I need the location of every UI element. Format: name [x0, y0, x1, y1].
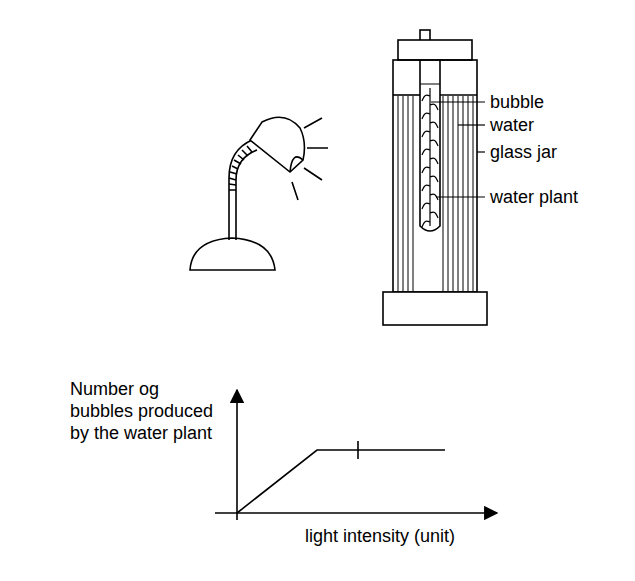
lamp-shade — [250, 117, 304, 172]
plant-leaf — [422, 113, 430, 119]
plant-stem — [429, 88, 430, 226]
leader-line — [431, 101, 485, 102]
part-label: bubble — [490, 91, 544, 113]
leader-line — [477, 151, 485, 152]
leader-line — [431, 102, 485, 197]
gas-level — [420, 84, 440, 85]
plant-leaf — [430, 212, 438, 218]
jar-stand — [383, 292, 487, 325]
plant-leaf — [422, 185, 430, 191]
water-hatching — [408, 96, 409, 291]
water-hatching — [403, 96, 404, 291]
leader-line — [436, 196, 485, 197]
plant-leaf — [422, 221, 430, 227]
lamp-joint — [229, 146, 252, 190]
water-hatching — [453, 96, 454, 291]
part-label: glass jar — [490, 141, 557, 163]
graph — [215, 390, 497, 520]
plant-leaf — [430, 104, 438, 110]
axis-label: Number og bubbles produced by the water … — [70, 378, 224, 444]
water-hatching — [413, 96, 414, 291]
plant-leaf — [430, 158, 438, 164]
leader-line — [458, 124, 485, 125]
plant-leaf — [422, 203, 430, 209]
axis-label: light intensity (unit) — [305, 525, 455, 547]
water-surface — [440, 94, 477, 96]
water-hatching — [443, 96, 444, 291]
lamp-bulb — [290, 157, 303, 172]
plant-leaf — [430, 140, 438, 146]
graph-line — [237, 450, 445, 513]
plant-leaf — [430, 176, 438, 182]
water-surface — [393, 94, 420, 96]
desk-lamp — [190, 117, 328, 270]
plant-leaf — [430, 122, 438, 128]
jar-lid — [398, 40, 472, 60]
plant-leaf — [422, 149, 430, 155]
plant-leaf — [422, 95, 430, 101]
part-label: water plant — [490, 186, 578, 208]
lamp-base — [190, 238, 275, 270]
y-axis — [236, 390, 238, 520]
plant-leaf — [422, 167, 430, 173]
plant-leaf — [422, 131, 430, 137]
water-hatching — [398, 96, 399, 291]
part-label: water — [490, 114, 534, 136]
inner-tube — [420, 60, 440, 231]
tick-mark — [357, 441, 359, 459]
water-plant — [422, 88, 438, 227]
glass-jar — [383, 30, 487, 325]
x-axis — [215, 512, 497, 514]
water-hatching — [448, 96, 449, 291]
jar-wall — [393, 60, 477, 292]
light-ray — [292, 118, 328, 200]
